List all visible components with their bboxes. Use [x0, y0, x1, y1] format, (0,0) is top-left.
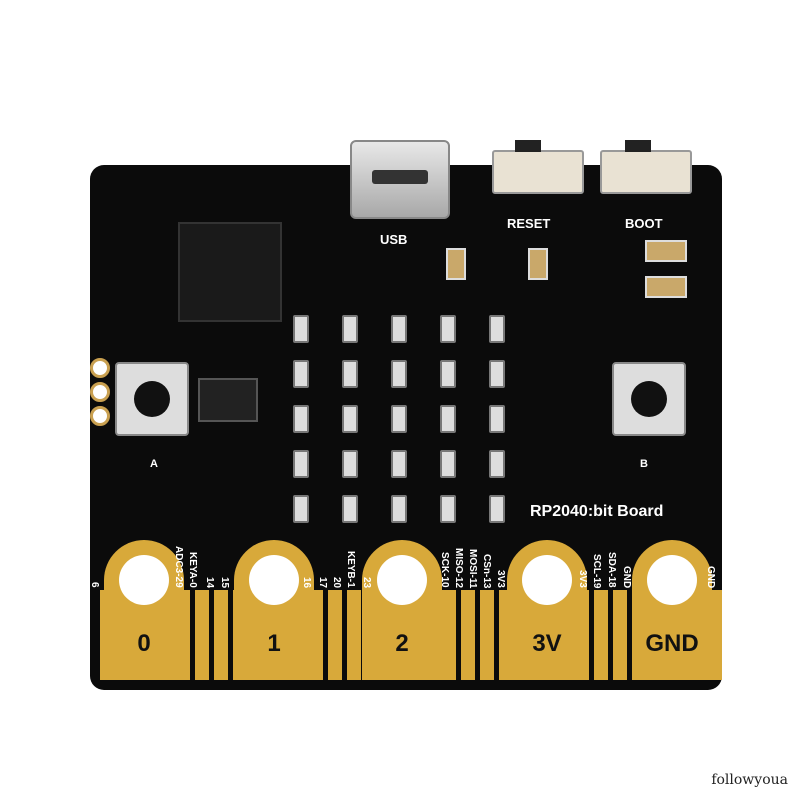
usb-label: USB [380, 232, 408, 247]
usb-connector [350, 140, 450, 219]
edge-connector-finger [613, 590, 627, 680]
led [440, 405, 456, 433]
led [293, 315, 309, 343]
mount-hole [90, 382, 110, 402]
led [342, 450, 358, 478]
pad-2[interactable]: 2 [362, 540, 442, 680]
pin-label: GND [705, 565, 716, 588]
pin-label: SDA-18 [606, 552, 617, 588]
led [489, 495, 505, 523]
led [489, 360, 505, 388]
edge-connector-finger [328, 590, 342, 680]
watermark: followyoua [711, 772, 788, 788]
capacitor [645, 240, 687, 262]
pin-label: MOSI-11 [467, 548, 478, 588]
pin-label: 6 [89, 582, 100, 588]
pad-gnd[interactable]: GND [632, 540, 712, 680]
led [391, 450, 407, 478]
pad-1[interactable]: 1 [234, 540, 314, 680]
edge-connector-finger [442, 590, 456, 680]
pin-label: 3V3 [577, 570, 588, 588]
pad-label: 2 [395, 630, 409, 657]
pin-label: GND [621, 565, 632, 588]
edge-connector-finger [347, 590, 361, 680]
led [489, 405, 505, 433]
pin-label: MISO-12 [453, 547, 464, 588]
led [293, 495, 309, 523]
pin-label: 15 [219, 576, 230, 588]
led [489, 315, 505, 343]
edge-connector-finger [594, 590, 608, 680]
rp2040-chip [178, 222, 282, 322]
reset-switch-knob [515, 140, 541, 152]
led [293, 360, 309, 388]
reset-label: RESET [507, 216, 551, 231]
pin-label: KEYA-0 [187, 552, 198, 588]
pin-label: KEYB-1 [345, 551, 356, 588]
mount-hole [90, 358, 110, 378]
led [440, 360, 456, 388]
led [489, 450, 505, 478]
pin-label: SCK-10 [439, 552, 450, 588]
pad-0[interactable]: 0 [104, 540, 184, 680]
pin-label: 16 [301, 576, 312, 588]
led [391, 360, 407, 388]
pad-label: 1 [267, 630, 281, 657]
led [342, 405, 358, 433]
led [440, 450, 456, 478]
pin-label: CSn-13 [481, 553, 492, 588]
edge-connector-finger [195, 590, 209, 680]
led [342, 315, 358, 343]
led [342, 495, 358, 523]
capacitor [446, 248, 466, 280]
boot-switch-knob [625, 140, 651, 152]
board-name: RP2040:bit Board [530, 503, 664, 520]
led [293, 450, 309, 478]
led [440, 495, 456, 523]
pin-label: ADC3-29 [173, 546, 184, 588]
pin-label: 14 [204, 576, 215, 588]
pin-label: 23 [361, 576, 372, 588]
button-a[interactable] [115, 362, 189, 436]
led [342, 360, 358, 388]
pin-label: SCL-19 [591, 553, 602, 588]
edge-connector-finger [461, 590, 475, 680]
led [293, 405, 309, 433]
boot-switch[interactable] [600, 150, 692, 194]
pad-3v[interactable]: 3V [507, 540, 587, 680]
button-b-label: B [640, 458, 648, 470]
pin-label: 3V3 [495, 570, 506, 588]
capacitor [528, 248, 548, 280]
button-b[interactable] [612, 362, 686, 436]
pin-label: 20 [331, 576, 342, 588]
button-a-label: A [150, 458, 158, 470]
capacitor [645, 276, 687, 298]
mount-hole [90, 406, 110, 426]
edge-connector-finger [214, 590, 228, 680]
pad-label: GND [645, 630, 699, 657]
pad-label: 0 [137, 630, 151, 657]
led [391, 315, 407, 343]
pad-label: 3V [532, 630, 562, 657]
reset-switch[interactable] [492, 150, 584, 194]
led [391, 405, 407, 433]
pin-label: 17 [317, 576, 328, 588]
inductor [198, 378, 258, 422]
led [391, 495, 407, 523]
boot-label: BOOT [625, 216, 663, 231]
led [440, 315, 456, 343]
edge-connector-finger [480, 590, 494, 680]
